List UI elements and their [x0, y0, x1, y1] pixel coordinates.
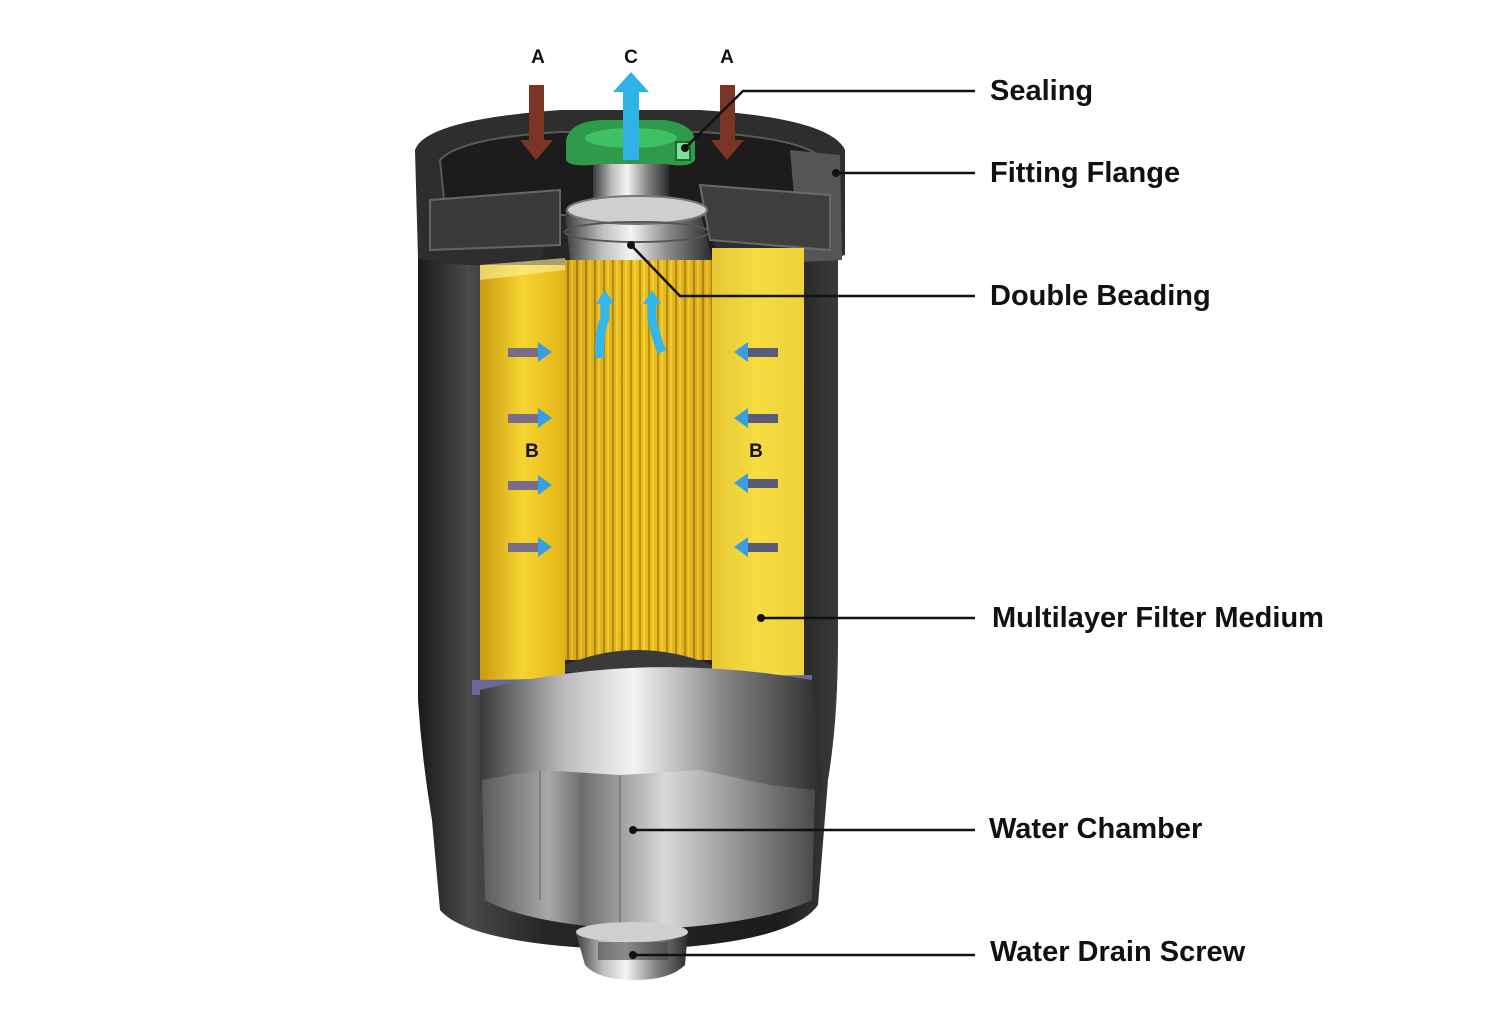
inlet-arrow-left	[520, 85, 553, 160]
filter-arrows-right	[734, 342, 778, 557]
water-chamber-bowl	[480, 667, 822, 790]
label-double-beading: Double Beading	[990, 280, 1211, 312]
marker-b-right: B	[749, 441, 763, 462]
filter-arrows-left	[508, 342, 552, 557]
marker-a-right: A	[720, 47, 734, 68]
label-sealing: Sealing	[990, 75, 1094, 107]
core-flow-arrow-right	[647, 302, 667, 354]
label-water-chamber: Water Chamber	[989, 813, 1203, 845]
label-drain-screw: Water Drain Screw	[990, 936, 1246, 968]
marker-c: C	[624, 47, 638, 68]
leader-sealing	[684, 89, 975, 149]
core-flow-arrow-left	[595, 302, 610, 359]
water-chamber-hex	[482, 770, 815, 930]
leader-dots	[627, 144, 840, 959]
leader-lines	[630, 89, 975, 957]
flange-step	[698, 183, 831, 252]
filter-medium-left	[480, 265, 565, 685]
label-fitting-flange: Fitting Flange	[990, 157, 1181, 189]
outlet-arrow	[613, 72, 649, 160]
flange-step-left	[429, 188, 561, 252]
leader-double-beading	[630, 244, 975, 298]
marker-a-left: A	[531, 47, 545, 68]
label-filter-medium: Multilayer Filter Medium	[992, 602, 1324, 634]
inlet-arrow-right	[711, 85, 744, 160]
marker-b-left: B	[525, 441, 539, 462]
